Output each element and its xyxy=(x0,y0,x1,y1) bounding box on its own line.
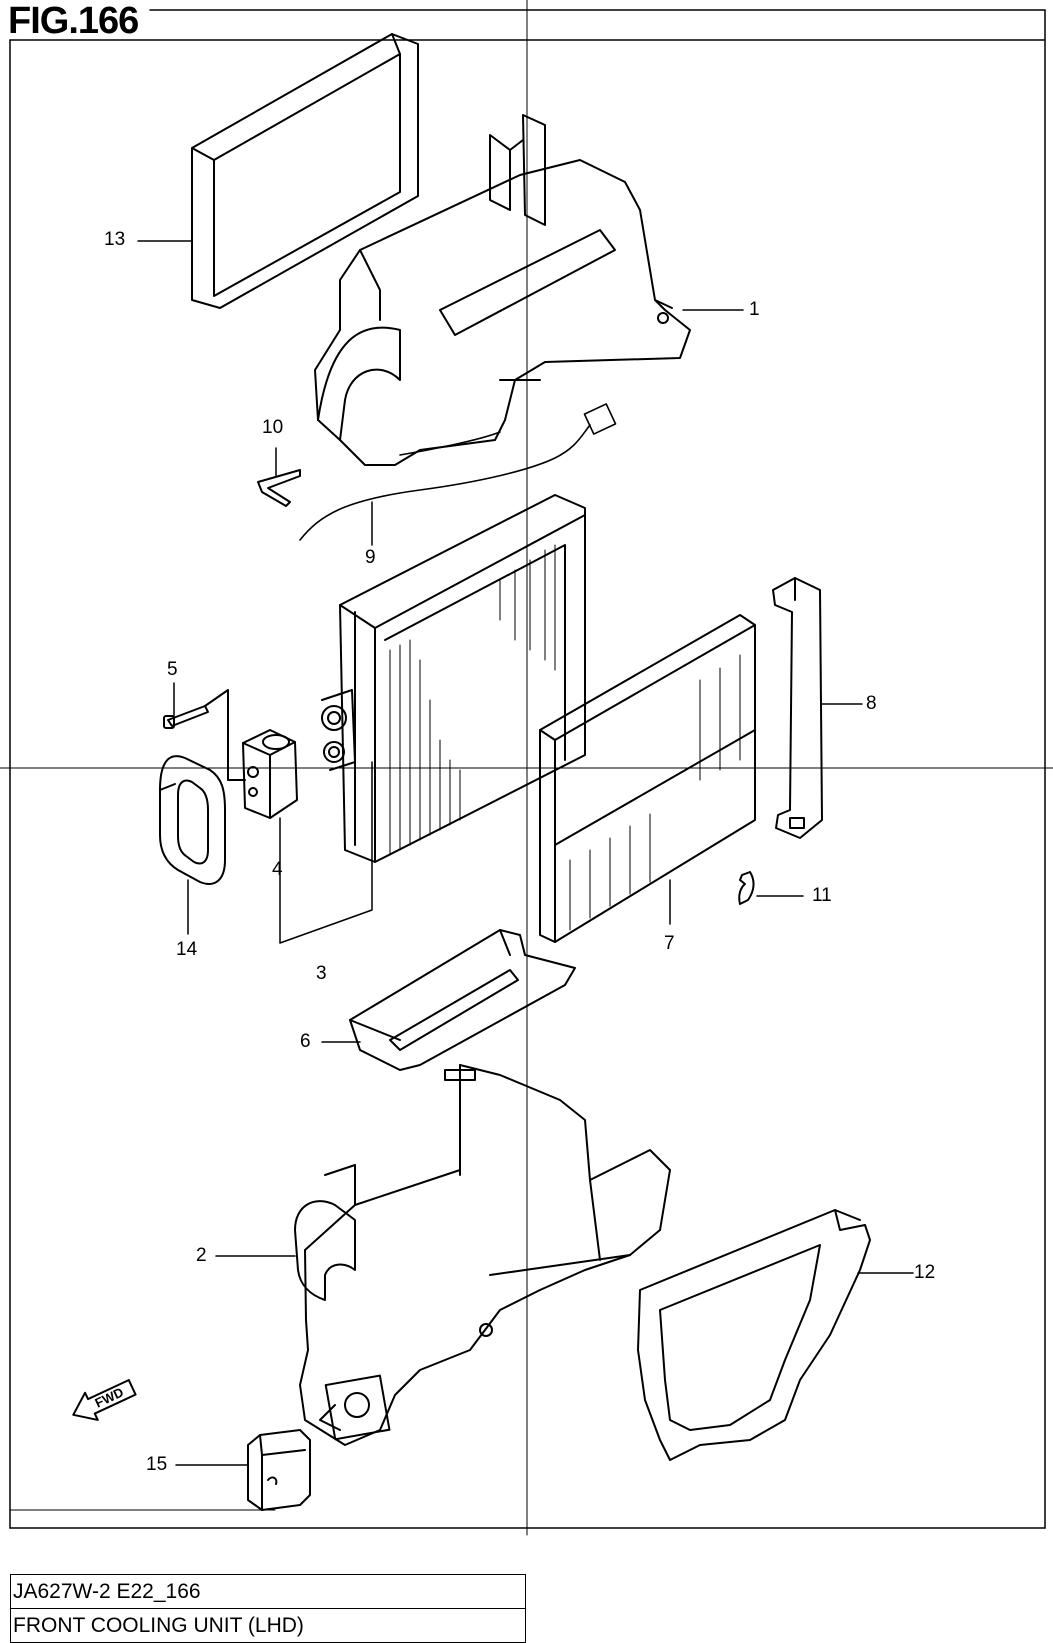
callout-3: 3 xyxy=(316,963,327,984)
callout-2: 2 xyxy=(196,1245,207,1266)
callout-13: 13 xyxy=(104,229,126,250)
evaporator-fins xyxy=(389,544,556,856)
part-15-cap xyxy=(247,1429,311,1511)
part-3-evaporator xyxy=(321,494,586,863)
figure-title: FIG.166 xyxy=(8,0,139,42)
callout-12: 12 xyxy=(914,1262,936,1283)
callout-10: 10 xyxy=(262,417,284,438)
callout-11: 11 xyxy=(812,885,832,906)
part-14-grommet xyxy=(159,755,226,885)
callout-1: 1 xyxy=(749,299,760,320)
callout-7: 7 xyxy=(664,933,675,954)
filter-pleats xyxy=(569,654,741,931)
part-8-side-bracket xyxy=(772,577,823,839)
leader-lines xyxy=(137,240,914,1466)
part-9-wire xyxy=(299,403,617,541)
fwd-arrow-icon xyxy=(72,1379,137,1421)
callout-8: 8 xyxy=(866,693,877,714)
diagram-description: FRONT COOLING UNIT (LHD) xyxy=(10,1608,526,1643)
part-1-upper-case xyxy=(314,114,691,466)
part-5-bolt xyxy=(163,689,246,781)
callout-9: 9 xyxy=(365,547,376,568)
part-13-filter-frame xyxy=(191,33,419,309)
callout-5: 5 xyxy=(167,659,178,680)
part-2-lower-case xyxy=(294,1064,671,1446)
callout-15: 15 xyxy=(146,1454,168,1475)
part-4-expansion-valve xyxy=(242,729,298,819)
bracket-3-4 xyxy=(279,761,373,944)
part-7-air-filter xyxy=(539,614,756,943)
callout-6: 6 xyxy=(300,1031,311,1052)
callout-14: 14 xyxy=(176,939,198,960)
info-table: JA627W-2 E22_166 FRONT COOLING UNIT (LHD… xyxy=(10,1574,526,1643)
part-6-drain-tray xyxy=(349,929,576,1071)
diagram-code: JA627W-2 E22_166 xyxy=(10,1574,526,1609)
part-12-duct xyxy=(637,1209,871,1461)
part-11-clip xyxy=(738,871,755,905)
callout-4: 4 xyxy=(272,859,283,880)
diagram-frame xyxy=(0,0,1053,1536)
part-10-clip xyxy=(257,469,301,507)
